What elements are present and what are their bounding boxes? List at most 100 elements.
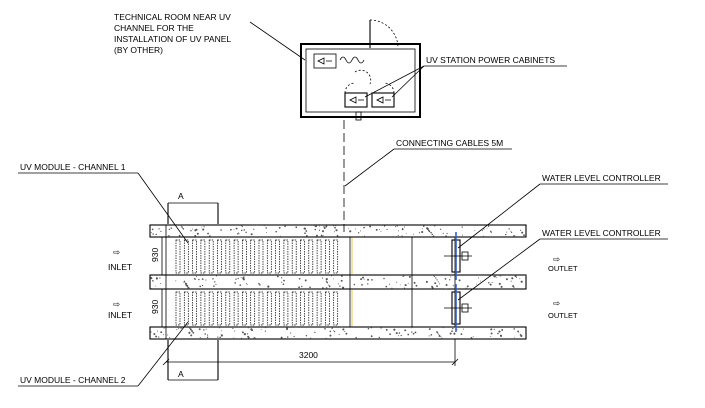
svg-text:CHANNEL FOR THE: CHANNEL FOR THE	[114, 23, 194, 33]
concrete-speckle	[150, 231, 152, 233]
concrete-speckle	[282, 283, 285, 286]
concrete-speckle	[206, 334, 209, 336]
concrete-speckle	[151, 228, 154, 231]
concrete-speckle	[383, 277, 385, 280]
concrete-speckle	[418, 232, 421, 234]
concrete-speckle	[167, 235, 170, 237]
concrete-speckle	[237, 232, 239, 234]
concrete-speckle	[446, 232, 448, 235]
concrete-speckle	[184, 281, 186, 283]
concrete-speckle	[506, 275, 508, 276]
uv-lamp	[208, 239, 214, 274]
water-level-leader-2	[457, 238, 541, 301]
concrete-speckle	[445, 288, 447, 289]
concrete-speckle	[491, 281, 493, 284]
concrete-speckle	[369, 225, 372, 228]
concrete-speckle	[284, 225, 287, 227]
concrete-speckle	[401, 235, 404, 237]
concrete-speckle	[196, 232, 199, 235]
uv-lamp	[316, 239, 322, 274]
concrete-speckle	[371, 278, 373, 281]
concrete-speckle	[333, 331, 336, 333]
concrete-speckle	[431, 286, 434, 289]
concrete-speckle	[441, 337, 443, 339]
concrete-speckle	[388, 283, 391, 285]
concrete-speckle	[430, 334, 433, 336]
concrete-speckle	[333, 330, 335, 331]
concrete-speckle	[264, 330, 266, 332]
concrete-speckle	[214, 281, 216, 283]
concrete-speckle	[470, 336, 473, 339]
concrete-speckle	[150, 331, 152, 333]
concrete-speckle	[453, 332, 456, 335]
concrete-speckle	[478, 277, 480, 279]
concrete-speckle	[250, 329, 254, 332]
concrete-speckle	[334, 226, 336, 229]
concrete-speckle	[499, 334, 503, 337]
concrete-speckle	[521, 232, 523, 234]
technical-room	[300, 19, 421, 121]
uv-module-1-leader	[137, 172, 189, 244]
concrete-speckle	[246, 283, 248, 285]
concrete-speckle	[510, 230, 512, 232]
concrete-speckle	[397, 234, 399, 236]
concrete-speckle	[370, 335, 373, 338]
concrete-speckle	[421, 230, 424, 234]
uv-lamp	[300, 291, 305, 326]
concrete-speckle	[367, 278, 370, 281]
concrete-speckle	[318, 229, 321, 231]
concrete-speckle	[445, 283, 448, 286]
uv-module-channel-1-label: UV MODULE - CHANNEL 1	[20, 162, 126, 172]
concrete-speckle	[428, 335, 430, 337]
door-swing	[369, 19, 399, 49]
concrete-speckle	[290, 332, 292, 334]
uv-lamp	[233, 239, 239, 274]
concrete-speckle	[460, 333, 463, 336]
concrete-speckle	[153, 333, 156, 335]
uv-lamp	[308, 291, 314, 326]
concrete-speckle	[234, 330, 236, 332]
concrete-speckle	[329, 330, 332, 333]
concrete-speckle	[266, 231, 267, 233]
concrete-speckle	[433, 225, 436, 227]
concrete-speckle	[199, 337, 201, 339]
power-cabinet-1	[344, 92, 368, 108]
concrete-wall-bottom	[149, 326, 527, 340]
concrete-speckle	[514, 336, 515, 338]
concrete-speckle	[150, 277, 153, 280]
concrete-speckle	[349, 230, 352, 233]
concrete-speckle	[407, 333, 410, 336]
concrete-speckle	[250, 233, 253, 236]
concrete-speckle	[239, 284, 242, 286]
concrete-speckle	[444, 278, 447, 280]
concrete-speckle	[410, 327, 413, 329]
concrete-speckle	[512, 285, 515, 288]
concrete-speckle	[499, 275, 502, 277]
concrete-speckle	[332, 278, 334, 280]
concrete-speckle	[220, 330, 222, 332]
concrete-speckle	[438, 334, 440, 336]
uv-lamp	[233, 291, 239, 326]
concrete-speckle	[432, 235, 435, 237]
concrete-speckle	[423, 225, 425, 227]
concrete-speckle	[510, 231, 513, 233]
concrete-speckle	[331, 327, 333, 329]
concrete-speckle	[202, 228, 205, 231]
concrete-speckle	[177, 275, 179, 276]
concrete-speckle	[265, 227, 267, 229]
channel-extents	[165, 225, 456, 339]
outlet-label-2: OUTLET	[548, 311, 578, 320]
concrete-speckle	[385, 328, 388, 331]
concrete-speckle	[180, 225, 182, 227]
concrete-speckle	[230, 228, 232, 231]
concrete-speckle	[243, 229, 245, 231]
concrete-speckle	[442, 327, 444, 329]
concrete-speckle	[510, 280, 512, 282]
flow-labels: ⇨ INLET ⇨ INLET ⇨ OUTLET ⇨ OUTLET	[108, 247, 578, 320]
concrete-speckle	[493, 328, 495, 330]
svg-text:INSTALLATION OF UV PANEL: INSTALLATION OF UV PANEL	[114, 34, 231, 44]
concrete-speckle	[412, 332, 415, 335]
uv-lamp	[333, 239, 339, 274]
concrete-wall-middle	[149, 274, 527, 290]
uv-lamp	[208, 291, 214, 326]
